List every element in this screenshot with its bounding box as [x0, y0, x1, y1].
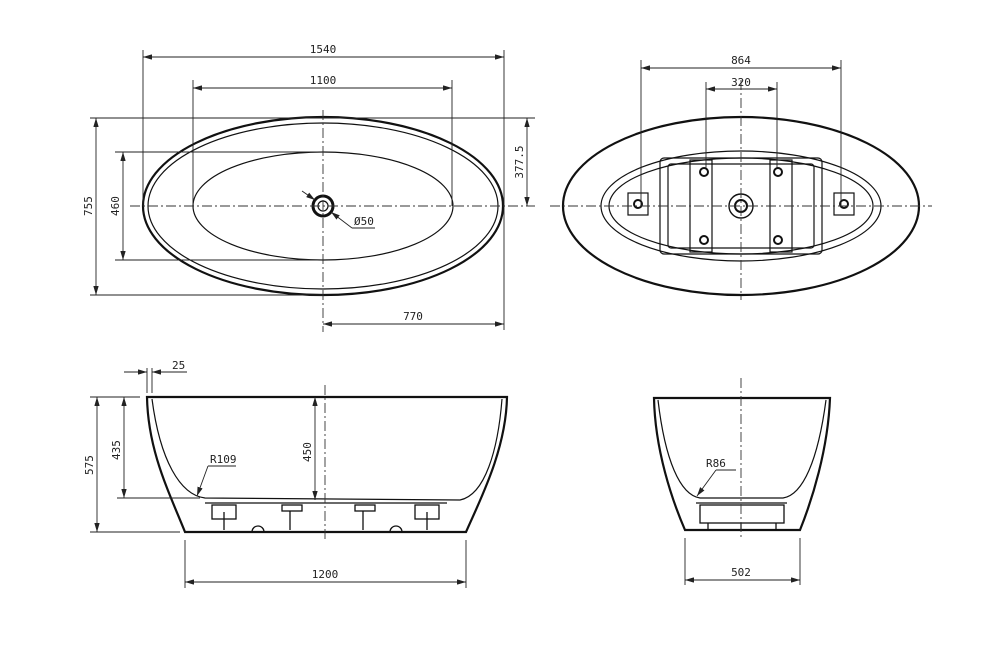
- dim-base-width: 502: [731, 566, 751, 579]
- foot-pad-left: [627, 192, 649, 216]
- dim-half-width: 377.5: [513, 145, 526, 178]
- dim-base-length: 1200: [312, 568, 339, 581]
- dim-overall-height: 575: [83, 455, 96, 475]
- dim-drain-span: 320: [731, 76, 751, 89]
- tub-end-outline: [652, 396, 832, 532]
- adjustable-feet-icons: [633, 167, 849, 245]
- side-view: 25 575 435 450 R109 1200: [83, 359, 509, 588]
- foot-pad-right: [833, 192, 855, 216]
- dim-overall-width: 755: [82, 196, 95, 216]
- top-view: 1540 1100 755 460 377.5 770 Ø50: [82, 43, 535, 332]
- dim-support-span: 864: [731, 54, 751, 67]
- dim-half-length: 770: [403, 310, 423, 323]
- dim-rim-thickness: 25: [172, 359, 185, 372]
- dim-basin-width: 460: [109, 196, 122, 216]
- dim-corner-radius: R109: [210, 453, 237, 466]
- end-view: R86 502: [652, 378, 832, 585]
- adjustable-feet-icons: [205, 502, 447, 533]
- dim-end-corner-radius: R86: [706, 457, 726, 470]
- dim-basin-length: 1100: [310, 74, 337, 87]
- tub-side-outline: [145, 395, 509, 534]
- adjustable-feet-icons: [696, 502, 787, 530]
- bottom-view: 864 320: [550, 54, 932, 300]
- dim-center-depth: 450: [301, 442, 314, 462]
- dim-drain-diameter: Ø50: [354, 215, 374, 228]
- dim-overall-length: 1540: [310, 43, 337, 56]
- dim-inner-depth: 435: [110, 440, 123, 460]
